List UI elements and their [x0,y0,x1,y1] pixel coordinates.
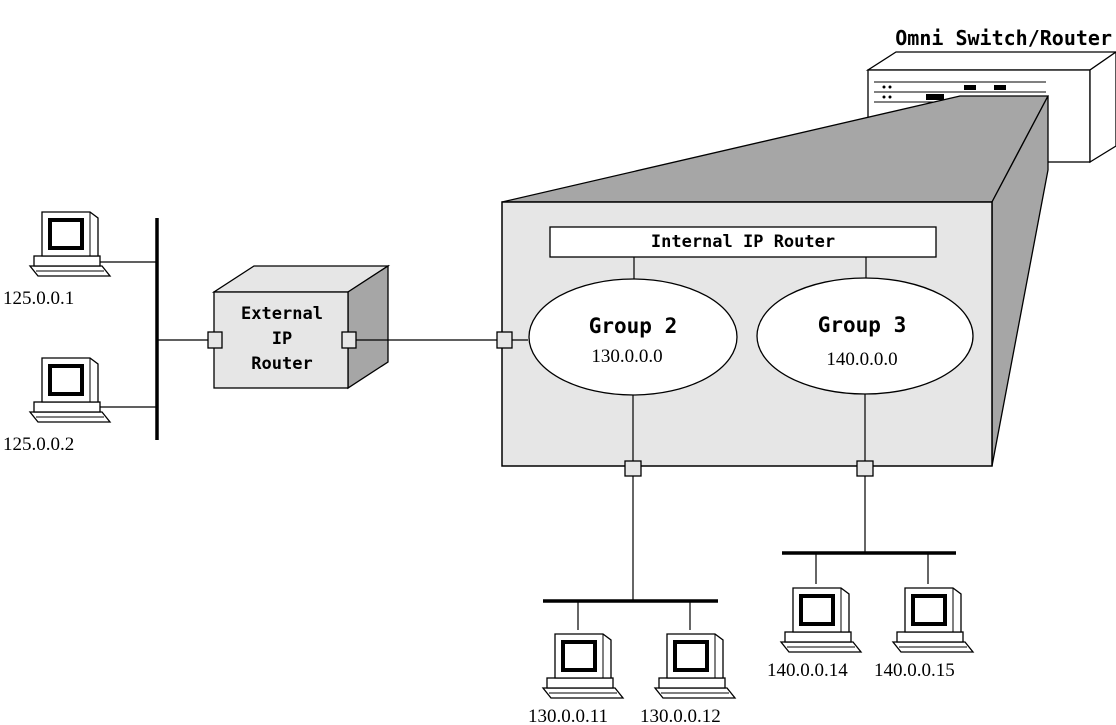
port-icon [856,460,874,477]
external-router-line2: IP [272,329,292,349]
external-router-line1: External [241,304,323,324]
group-3-name: Group 3 [818,313,907,337]
computer-icon [654,633,736,699]
host-label-130-12: 130.0.0.12 [640,706,721,725]
group-3-ellipse: Group 3 140.0.0.0 [756,277,974,395]
computer-icon [29,357,111,423]
group-2-name: Group 2 [589,314,678,338]
internal-router-label: Internal IP Router [651,232,835,252]
device-title: Omni Switch/Router [895,26,1112,50]
exploded-view [501,95,1050,467]
port-icon [341,331,357,349]
port-icon [496,331,513,349]
host-label-140-14: 140.0.0.14 [767,660,848,681]
host-label-125-2: 125.0.0.2 [3,434,74,455]
host-label-125-1: 125.0.0.1 [3,288,74,309]
port-icon [624,460,642,477]
group-3-network: 140.0.0.0 [826,349,897,370]
computer-icon [780,587,862,653]
group-2-ellipse: Group 2 130.0.0.0 [528,278,738,396]
host-label-140-15: 140.0.0.15 [874,660,955,681]
group-2-network: 130.0.0.0 [591,346,662,367]
computer-icon [29,211,111,277]
external-router-line3: Router [251,354,312,374]
external-router: External IP Router [211,264,391,390]
internal-router-bar: Internal IP Router [549,226,937,258]
computer-icon [892,587,974,653]
port-icon [207,331,223,349]
computer-icon [542,633,624,699]
host-label-130-11: 130.0.0.11 [528,706,608,725]
